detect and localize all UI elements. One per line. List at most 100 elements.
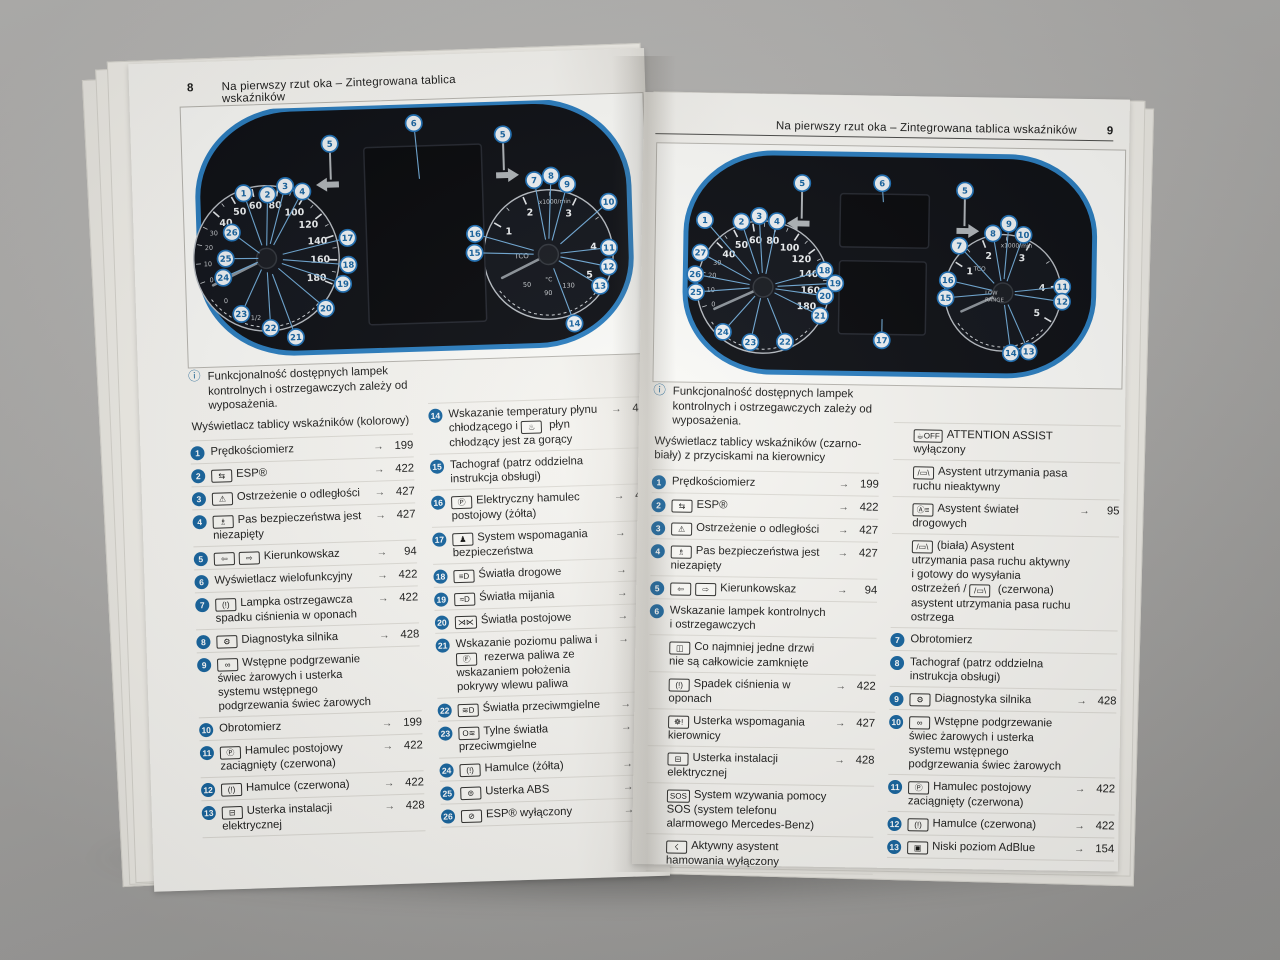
page-ref-arrow: → [617, 609, 629, 623]
item-text: Prędkościomierz [671, 475, 756, 489]
svg-text:50: 50 [523, 281, 531, 289]
svg-text:160: 160 [800, 285, 820, 296]
esp-icon: ⇆ [671, 499, 693, 513]
engine-icon: ⚙ [216, 635, 238, 650]
svg-text:60: 60 [249, 200, 263, 211]
svg-text:4: 4 [590, 242, 597, 253]
item-text: ⊟Usterka instalacji elektrycznej [667, 751, 779, 780]
item-number-badge: 6 [649, 604, 664, 619]
page-ref-arrow: → [1074, 782, 1086, 796]
door-icon: ◫ [669, 641, 691, 655]
page-ref-number: 199 [859, 478, 879, 491]
item-number-badge: 25 [440, 786, 455, 801]
page-ref-arrow: → [378, 629, 390, 642]
legend-item: /▭\Asystent utrzymania pasa ruchu nieakt… [892, 458, 1121, 500]
page-ref-arrow: → [620, 697, 632, 711]
svg-text:0: 0 [209, 276, 213, 284]
svg-text:30: 30 [713, 259, 721, 267]
lane-assist-icon: /▭\ [911, 540, 933, 554]
item-text: Obrotomierz [218, 721, 282, 736]
glow-plug-icon: ∞ [909, 716, 931, 730]
display-type-subheading: Wyświetlacz tablicy wskaźników (czarno-b… [654, 434, 862, 465]
legend-item: ☇Aktywny asystent hamowania wyłączony [645, 833, 874, 874]
item-number-badge: 5 [193, 552, 209, 567]
note-text: Funkcjonalność dostępnych lampek kontrol… [207, 365, 408, 413]
svg-text:18: 18 [342, 260, 354, 270]
lane-assist-icon: /▭\ [969, 584, 991, 598]
column: ⓘ Funkcjonalność dostępnych lampek kontr… [645, 383, 881, 875]
item-text: ⇆ESP® [205, 463, 371, 484]
brake-warning-icon: (!) [907, 818, 929, 832]
page-ref-number: 428 [855, 754, 875, 767]
svg-text:10: 10 [603, 197, 615, 207]
battery-icon: ⊟ [221, 806, 244, 821]
item-text: ⚙Diagnostyka silnika [210, 629, 376, 650]
page-ref-arrow [834, 606, 850, 607]
page-ref-arrow: → [834, 717, 846, 730]
item-text: ⊜Usterka ABS [454, 780, 620, 801]
brake-warning-icon: (!) [220, 783, 243, 798]
svg-text:14: 14 [568, 318, 580, 328]
page-ref-arrow [1076, 541, 1092, 542]
item-number-badge: 6 [194, 575, 209, 590]
item-text: /▭\(biała) Asystent utrzymania pasa ruch… [910, 539, 1071, 624]
page-ref-number: 428 [400, 628, 420, 642]
page-ref-arrow [610, 453, 626, 455]
page-ref-arrow: → [377, 592, 389, 606]
item-text: ⚠Ostrzeżenie o odległości [665, 520, 835, 538]
page-ref-arrow: → [373, 463, 385, 477]
page-ref-number: 427 [395, 485, 416, 499]
svg-text:21: 21 [290, 332, 302, 342]
item-text: ☸!Usterka wspomagania kierownicy [667, 714, 805, 743]
svg-text:11: 11 [603, 242, 615, 252]
page-ref-number: 422 [859, 501, 879, 514]
svg-text:4: 4 [299, 186, 305, 196]
item-text: ♗Pas bezpieczeństwa jest niezapięty [212, 510, 362, 543]
item-text: ◫Co najmniej jedne drzwi nie są całkowic… [668, 640, 815, 670]
svg-text:9: 9 [564, 179, 570, 189]
page-ref-number: 422 [403, 739, 423, 753]
low-beam-icon: ≈D [454, 592, 476, 607]
svg-text:17: 17 [876, 335, 888, 345]
info-note: ⓘ Funkcjonalność dostępnych lampek kontr… [653, 383, 881, 431]
tire-pressure-icon: (!) [215, 598, 237, 613]
svg-text:22: 22 [779, 337, 791, 347]
item-text: ⊘ESP® wyłączony [455, 803, 621, 824]
page-ref-number: 427 [858, 547, 878, 560]
svg-text:RANGE: RANGE [985, 297, 1005, 303]
page-ref-arrow: → [372, 440, 384, 454]
page-ref-arrow: → [377, 569, 388, 583]
page-ref-arrow: → [618, 632, 629, 646]
svg-text:27: 27 [695, 247, 707, 257]
instrument-cluster-bw-illustration: 40506080100120140160180302010012345LOWRA… [682, 150, 1098, 379]
svg-text:LOW: LOW [985, 291, 998, 297]
airbag-icon: ♟ [452, 532, 474, 547]
text-columns-left: ⓘ Funkcjonalność dostępnych lampek kontr… [188, 356, 665, 839]
svg-text:120: 120 [298, 219, 318, 231]
svg-text:2: 2 [738, 217, 744, 227]
item-text: ☇Aktywny asystent hamowania wyłączony [665, 839, 780, 869]
item-number-badge: 26 [440, 809, 456, 824]
item-number-badge: 10 [889, 714, 904, 730]
legend-item: /▭\(biała) Asystent utrzymania pasa ruch… [890, 532, 1120, 631]
item-text: Ⓐ≡Asystent świateł drogowych [912, 502, 1019, 531]
item-text: Wskazanie temperatury płynu chłodzącego … [448, 403, 598, 450]
item-number-badge: 11 [199, 746, 215, 761]
item-number-badge: 14 [428, 408, 443, 423]
svg-text:21: 21 [814, 310, 826, 320]
legend-item: Ⓐ≡Asystent świateł drogowych→95 [892, 495, 1120, 537]
page-ref-arrow: → [836, 584, 848, 597]
page-ref-arrow: → [375, 509, 387, 523]
lane-assist-off-icon: /▭\ [912, 466, 935, 480]
page-ref-arrow: → [613, 489, 625, 503]
page-ref-arrow: → [383, 777, 395, 790]
svg-text:TCO: TCO [973, 267, 986, 273]
distance-warning-icon: ⚠ [211, 492, 234, 507]
svg-text:50: 50 [735, 240, 749, 251]
